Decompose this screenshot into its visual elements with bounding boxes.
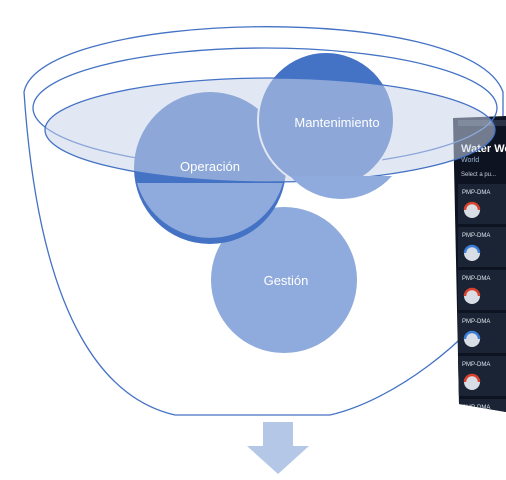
app-screenshot-panel: Water World World Select a pu... PMP-DMA… [453, 116, 506, 433]
panel-item: PMP-DMA [458, 356, 506, 396]
panel-item-label: PMP-DMA [462, 362, 490, 368]
panel-item-label: PMP-DMA [462, 319, 490, 325]
gauge-arc [463, 244, 481, 254]
panel-select-text: Select a pu... [461, 172, 496, 178]
gauge-icon [464, 331, 480, 347]
panel-item-label: PMP-DMA [462, 276, 490, 282]
panel-item: PMP-DMA [458, 227, 506, 267]
label-operacion: Operación [180, 159, 240, 174]
circle-operacion-lower [137, 183, 283, 238]
label-gestion: Gestión [264, 273, 309, 288]
gauge-icon [464, 245, 480, 261]
panel-item-label: PMP-DMA [462, 233, 490, 239]
panel-item: PMP-DMA [458, 399, 506, 433]
panel-item-label: PMP-DMA [462, 405, 490, 411]
gauge-icon [464, 202, 480, 218]
gauge-arc [463, 373, 481, 383]
gauge-icon [464, 288, 480, 304]
down-arrow-icon [247, 422, 309, 474]
panel-item: PMP-DMA [458, 270, 506, 310]
panel-item: PMP-DMA [458, 313, 506, 353]
label-mantenimiento: Mantenimiento [294, 115, 379, 130]
gauge-arc [465, 418, 479, 425]
funnel-rim-inner [44, 77, 496, 183]
circle-gestion [211, 207, 357, 353]
gauge-arc [463, 201, 481, 211]
gauge-icon [464, 417, 480, 433]
panel-item-label: PMP-DMA [462, 190, 490, 196]
gauge-arc [463, 287, 481, 297]
gauge-arc [463, 330, 481, 340]
panel-subtitle: World [461, 157, 479, 164]
panel-item: PMP-DMA [458, 184, 506, 224]
gauge-icon [464, 374, 480, 390]
circle-mantenimiento-lower [290, 176, 392, 200]
